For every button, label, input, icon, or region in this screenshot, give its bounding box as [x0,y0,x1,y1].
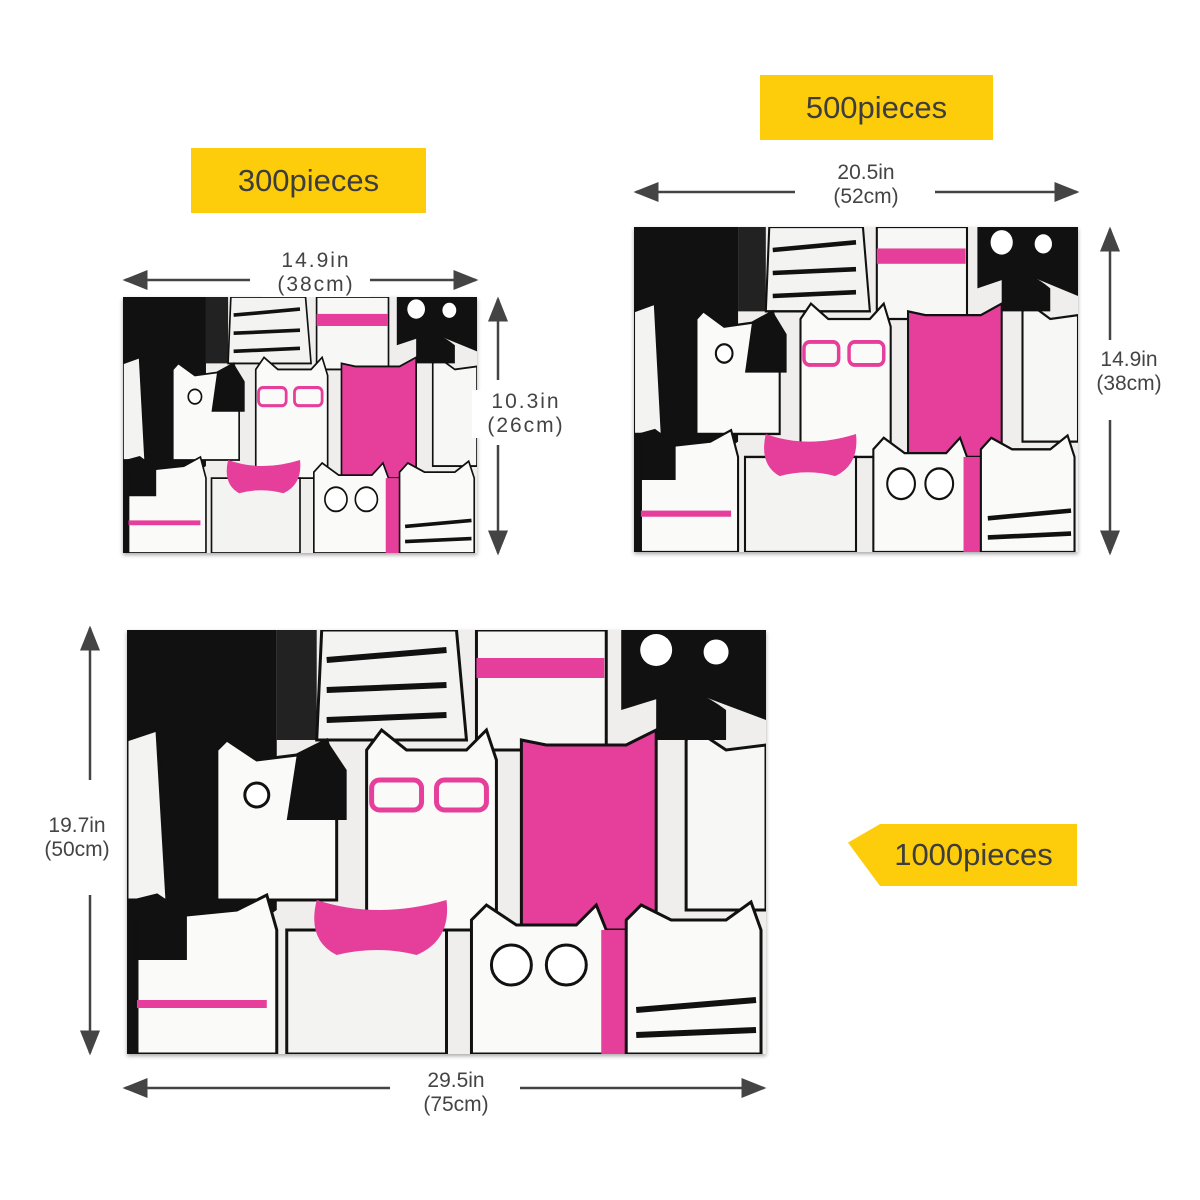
width-in: 14.9in [281,249,351,272]
width-in: 20.5in [837,161,895,184]
height-cm: (50cm) [44,838,110,861]
size-label-500: 500pieces [760,75,993,140]
dim-1000-height: 19.7in (50cm) [32,814,122,862]
dim-1000-width: 29.5in (75cm) [406,1069,506,1117]
puzzle-1000-image [127,630,766,1054]
height-in: 10.3in [491,390,561,413]
width-cm: (52cm) [833,185,899,208]
puzzle-500-image [634,227,1078,552]
dim-300-width: 14.9in (38cm) [262,249,370,297]
width-cm: (75cm) [423,1093,489,1116]
dim-500-height: 14.9in (38cm) [1084,348,1174,396]
puzzle-300-image [123,297,477,553]
dim-500-width: 20.5in (52cm) [816,161,916,209]
height-cm: (38cm) [1096,372,1162,395]
width-cm: (38cm) [277,273,355,296]
height-in: 19.7in [48,814,106,837]
height-cm: (26cm) [487,414,565,437]
dim-300-height: 10.3in (26cm) [472,390,580,438]
height-in: 14.9in [1100,348,1158,371]
width-in: 29.5in [427,1069,485,1092]
size-label-300: 300pieces [191,148,426,213]
size-label-1000: 1000pieces [848,824,1077,886]
